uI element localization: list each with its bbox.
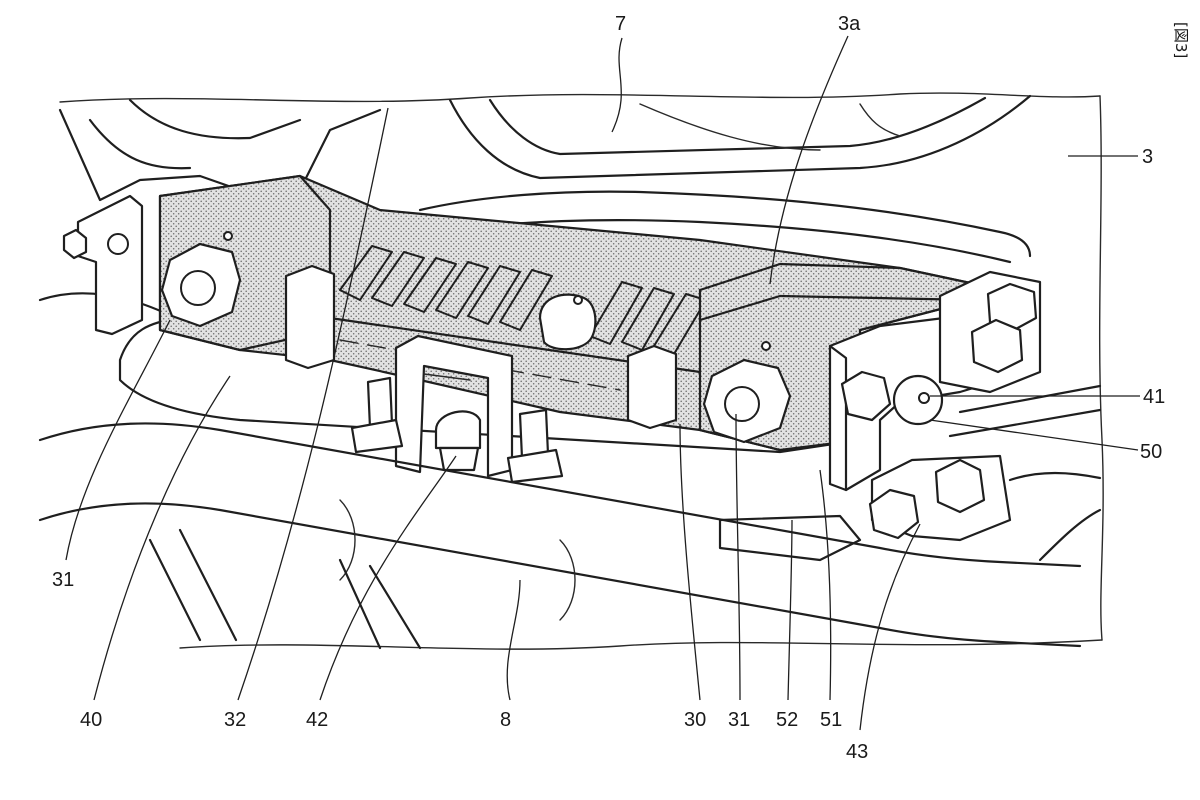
label-31-left: 31 (52, 569, 74, 591)
leader-51 (819, 469, 832, 701)
reference-numerals: 7 3a 3 41 50 31 40 32 42 8 30 31 52 51 4… (52, 13, 1165, 763)
leader-3a (769, 35, 849, 285)
fin-knob (538, 293, 597, 351)
label-50: 50 (1140, 441, 1162, 463)
seat-inner-edge (488, 96, 987, 156)
leader-7 (611, 37, 623, 133)
bolt-42 (434, 410, 482, 450)
leader-lines (65, 35, 1140, 731)
clip-right (626, 344, 678, 430)
right-boss-pin (761, 341, 771, 351)
leader-40 (93, 375, 231, 701)
leader-43 (859, 523, 921, 731)
leader-30 (679, 423, 701, 701)
left-bolt-face (180, 270, 216, 306)
label-7: 7 (615, 13, 626, 35)
right-rail (958, 384, 1102, 414)
left-stay-2 (128, 98, 302, 140)
view-cut-bottom (179, 639, 1103, 650)
label-31-right: 31 (728, 709, 750, 731)
left-stay (88, 118, 192, 170)
leader-50 (929, 419, 1139, 451)
view-cut-top (59, 92, 1101, 103)
label-3a: 3a (838, 13, 861, 35)
leader-52 (787, 519, 793, 701)
post-right (518, 408, 550, 460)
label-30: 30 (684, 709, 706, 731)
leader-31-right (735, 413, 741, 701)
left-plate-hole (107, 233, 129, 255)
label-51: 51 (820, 709, 842, 731)
leader-8 (506, 579, 521, 701)
lower-left-strut-2 (178, 528, 238, 642)
left-bolt-head (62, 228, 88, 260)
leader-32 (237, 107, 389, 701)
bolt-43 (868, 488, 920, 540)
tube-8 (38, 422, 1082, 568)
label-3: 3 (1142, 146, 1153, 168)
lower-left-strut (148, 538, 202, 642)
seat-part-7 (448, 94, 1032, 180)
clip-left (284, 264, 336, 370)
washer-50 (892, 374, 944, 426)
left-boss-pin (223, 231, 233, 241)
left-mount-plate (76, 194, 144, 336)
fin (371, 251, 425, 307)
right-bolt-face (724, 386, 760, 422)
bolt-42-body (438, 446, 480, 472)
technical-drawing (38, 92, 1104, 650)
center-clamp (394, 334, 514, 478)
lower-right-stay (1008, 471, 1102, 482)
fin-knob-pin (573, 295, 583, 305)
label-52: 52 (776, 709, 798, 731)
fin (339, 245, 393, 301)
post-right-base (506, 448, 564, 484)
right-boss-edge (698, 294, 977, 322)
fin (589, 281, 643, 345)
washer-50-center (918, 392, 930, 404)
clamp-slot (423, 373, 471, 381)
fin (435, 261, 489, 319)
bolt-43-boss (934, 458, 986, 514)
seat-rib-2 (859, 103, 901, 137)
leader-42 (319, 455, 457, 701)
mid-right-bolt (970, 318, 1024, 374)
lower-center-strut-2 (368, 564, 422, 650)
heat-sink-fins-32 (339, 245, 707, 355)
bolt-41-head (840, 370, 892, 422)
plate-51-edge (828, 344, 848, 492)
label-42: 42 (306, 709, 328, 731)
figure-label: [図3] (1172, 22, 1190, 58)
right-rail-2 (948, 408, 1102, 438)
label-41: 41 (1143, 386, 1165, 408)
left-bracket-structure (58, 108, 382, 202)
fin (499, 269, 553, 331)
seat-rib (639, 103, 821, 151)
fin (621, 287, 675, 351)
fin (403, 257, 457, 313)
tube-8-lower (38, 502, 1082, 648)
tube-8-highlight-2 (559, 539, 576, 621)
leader-31-left (65, 319, 171, 561)
frame-3 (418, 190, 1032, 258)
lower-right-stay-2 (1038, 508, 1102, 562)
tube-8-highlight (339, 499, 356, 581)
fin (467, 265, 521, 325)
label-32: 32 (224, 709, 246, 731)
post-left-base (350, 418, 404, 454)
plate-52 (718, 514, 862, 562)
view-cut-right (1098, 95, 1104, 641)
label-43: 43 (846, 741, 868, 763)
label-40: 40 (80, 709, 102, 731)
label-8: 8 (500, 709, 511, 731)
